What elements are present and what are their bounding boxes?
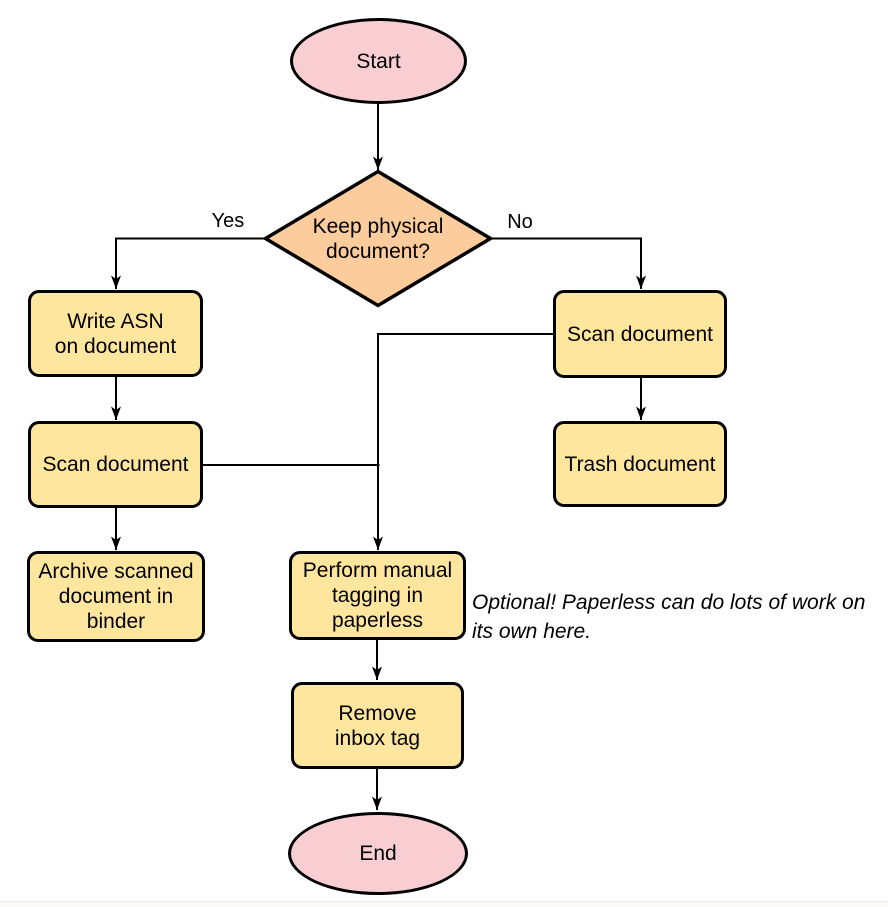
node-scan-document-left-label: Scan document [42, 453, 189, 476]
node-archive-scanned: Archive scanned document in binder [27, 551, 205, 642]
edge-scan-right-to-perform-tagging [373, 333, 553, 550]
node-decision-label: Keep physical document? [312, 214, 444, 263]
node-archive-scanned-label: Archive scanned document in binder [38, 560, 194, 633]
page-bottom-edge [0, 901, 888, 907]
node-remove-inbox-tag: Remove inbox tag [291, 682, 464, 769]
node-trash-document-label: Trash document [564, 452, 716, 476]
edge-label-no: No [495, 211, 545, 233]
node-decision: Keep physical document? [266, 172, 490, 305]
edge-decision-to-write-asn [111, 237, 266, 289]
node-write-asn-label: Write ASN on document [54, 309, 177, 358]
no-label-text: No [507, 211, 533, 233]
node-end: End [288, 812, 468, 895]
node-perform-tagging-label: Perform manual tagging in paperless [302, 559, 453, 632]
node-scan-document-right: Scan document [553, 290, 727, 378]
yes-label-text: Yes [211, 210, 245, 232]
node-trash-document: Trash document [553, 421, 727, 507]
node-perform-tagging: Perform manual tagging in paperless [289, 551, 466, 640]
node-start: Start [290, 18, 467, 104]
node-scan-document-left: Scan document [28, 421, 203, 508]
node-remove-inbox-tag-label: Remove inbox tag [334, 701, 421, 750]
node-start-label: Start [356, 49, 401, 73]
decision-diamond-shape [262, 169, 494, 308]
edge-label-yes: Yes [202, 210, 254, 232]
node-end-label: End [359, 842, 397, 865]
edge-decision-to-scan-right [490, 237, 646, 289]
annotation-optional-note: Optional! Paperless can do lots of work … [472, 591, 866, 643]
node-write-asn: Write ASN on document [28, 290, 203, 377]
node-scan-document-right-label: Scan document [567, 322, 713, 346]
